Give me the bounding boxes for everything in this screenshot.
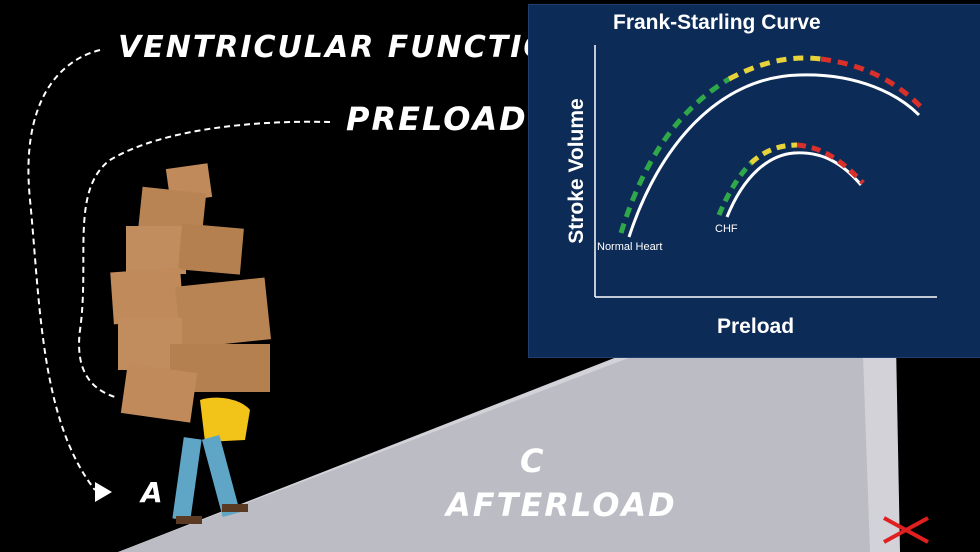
normal-heart-curve [627, 73, 921, 238]
normal-heart-label: Normal Heart [597, 241, 663, 253]
ventricular-function-label: VENTRICULAR FUNCTION [118, 30, 579, 65]
normal-heart-zone-green [618, 76, 731, 234]
normal-heart-zone-red [820, 56, 923, 109]
chart-title: Frank-Starling Curve [613, 11, 821, 34]
afterload-label: AFTERLOAD [446, 486, 677, 524]
chart-plot [594, 45, 937, 298]
person-carrying-boxes-illustration [110, 163, 271, 524]
x-axis-label: Preload [717, 315, 795, 338]
chf-zone-red [796, 142, 865, 185]
chf-zone-green [716, 161, 753, 216]
chf-curve [725, 151, 863, 218]
arrowhead-a [95, 482, 112, 502]
chf-label: CHF [715, 223, 738, 235]
arrow-preload [78, 120, 331, 399]
frank-starling-chart-panel: Frank-Starling Curve Stroke Volume Prelo… [528, 4, 980, 358]
preload-label: PRELOAD [346, 100, 528, 138]
brand-logo [883, 516, 929, 544]
arrow-ventricular [27, 49, 101, 491]
y-axis-label: Stroke Volume [565, 98, 588, 244]
normal-heart-zone-yellow [727, 55, 822, 82]
point-a-label: A [141, 476, 165, 509]
chf-zone-yellow [749, 142, 798, 165]
point-c-label: C [520, 442, 546, 480]
